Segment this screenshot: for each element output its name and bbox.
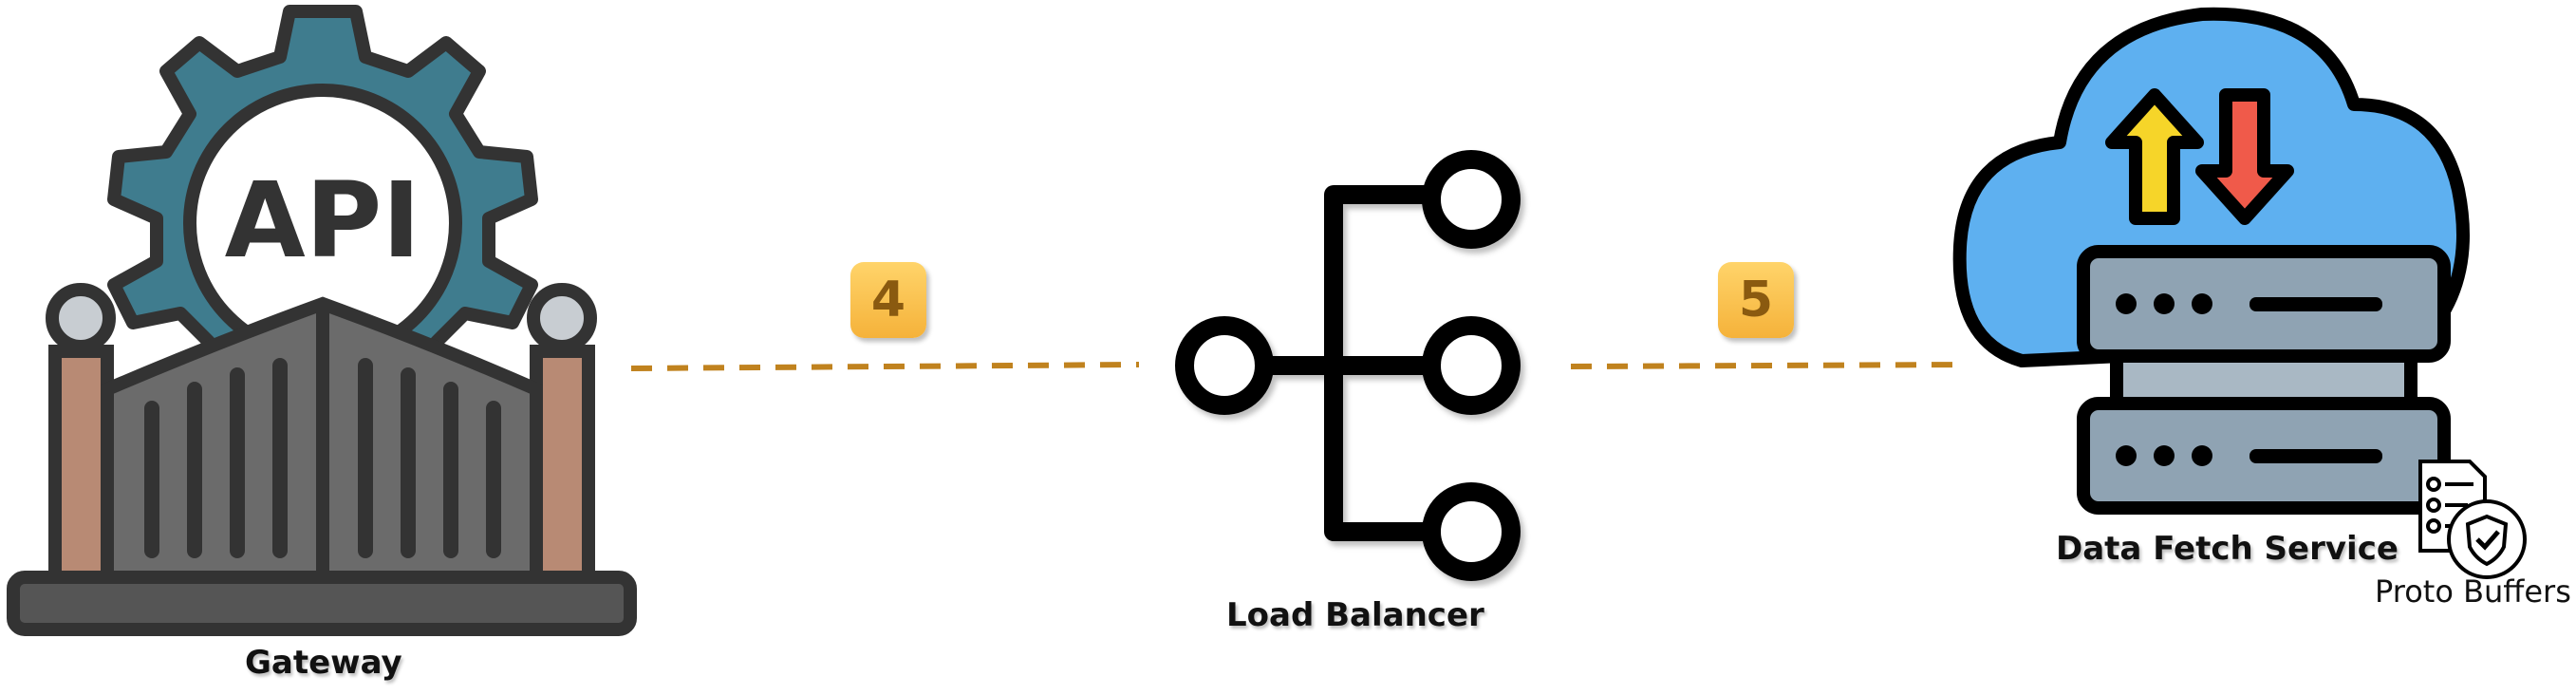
load-balancer-label: Load Balancer (1226, 596, 1484, 634)
gear-icon (107, 5, 538, 396)
load-balancer-icon (1175, 150, 1521, 581)
protocol-document-icon (2418, 460, 2527, 579)
gateway-node: API Gateway (0, 0, 645, 695)
api-text: API (225, 160, 421, 281)
edge-gateway-to-load-balancer (630, 362, 1140, 371)
data-fetch-node: Data Fetch Service Proto Buffers (1936, 0, 2576, 695)
data-fetch-label: Data Fetch Service (2056, 530, 2399, 568)
cloud-server-icon (1952, 7, 2470, 515)
step-badge-4: 4 (850, 262, 926, 338)
edge-load-balancer-to-data-fetch (1570, 362, 1966, 369)
api-gateway-icon: API (7, 5, 637, 636)
arrow-up-icon (2105, 88, 2204, 225)
arrow-down-icon (2195, 88, 2294, 225)
step-badge-5: 5 (1718, 262, 1794, 338)
gateway-label: Gateway (245, 644, 402, 682)
load-balancer-node: Load Balancer (1158, 133, 1557, 646)
proto-buffers-label: Proto Buffers (2375, 573, 2571, 610)
